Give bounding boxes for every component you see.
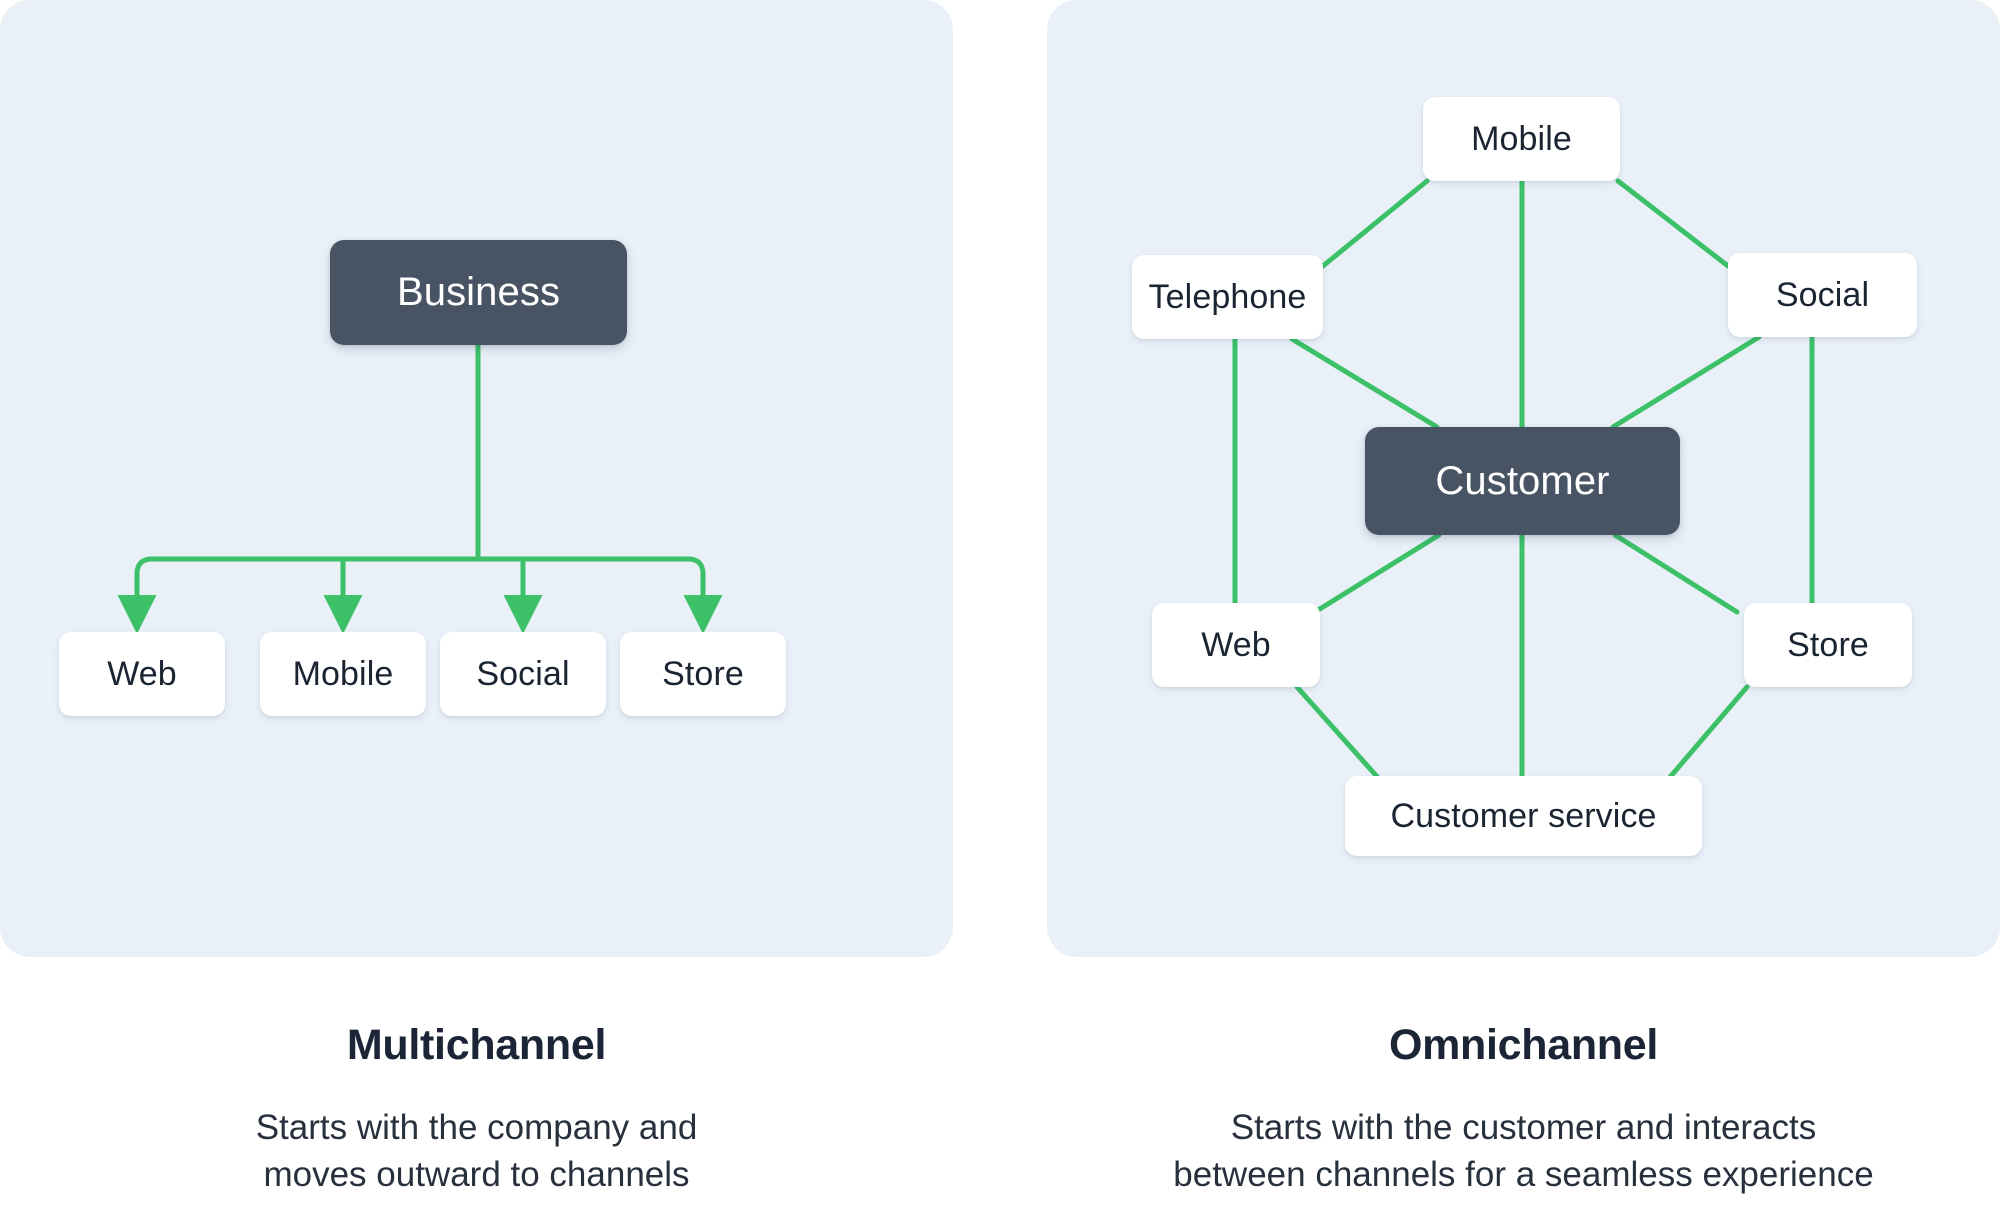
node-mobile-label: Mobile	[292, 654, 394, 693]
node-social-label: Social	[476, 654, 570, 693]
multichannel-caption-body: Starts with the company and moves outwar…	[0, 1105, 953, 1198]
node-customer-label: Customer	[1435, 458, 1610, 503]
node-web-multichannel[interactable]: Web	[59, 632, 225, 716]
multichannel-connectors	[117, 345, 723, 635]
connector-store-customer-service	[1656, 684, 1750, 793]
omnichannel-caption-title: Omnichannel	[1388, 1021, 1659, 1069]
connector-store-customer	[1612, 532, 1740, 615]
omnichannel-panel: Customer Mobile Telephone Social Web Sto…	[1047, 0, 2000, 957]
connector-business-to-web	[117, 556, 478, 635]
node-store-label: Store	[1787, 625, 1869, 664]
node-social-multichannel[interactable]: Social	[440, 632, 606, 716]
node-web-omnichannel[interactable]: Web	[1152, 603, 1320, 687]
connector-telephone-customer	[1289, 336, 1440, 430]
node-telephone-omnichannel[interactable]: Telephone	[1132, 255, 1323, 339]
node-store-omnichannel[interactable]: Store	[1744, 603, 1912, 687]
node-social-omnichannel[interactable]: Social	[1728, 253, 1917, 337]
connector-business-to-store	[478, 556, 723, 635]
node-web-label: Web	[1201, 625, 1271, 664]
connector-telephone-mobile	[1320, 178, 1430, 269]
node-mobile-omnichannel[interactable]: Mobile	[1423, 97, 1620, 181]
caption-line: Starts with the company and	[255, 1108, 698, 1148]
omnichannel-connectors	[1232, 178, 1815, 793]
omnichannel-caption: Omnichannel Starts with the customer and…	[1047, 1021, 2000, 1198]
caption-line: between channels for a seamless experien…	[1173, 1154, 1874, 1194]
connector-web-customer-service	[1294, 684, 1392, 793]
caption-line: Starts with the customer and interacts	[1230, 1108, 1817, 1148]
node-store-multichannel[interactable]: Store	[620, 632, 786, 716]
node-customer-service-label: Customer service	[1390, 796, 1657, 835]
node-store-label: Store	[662, 654, 744, 693]
caption-line: moves outward to channels	[263, 1154, 690, 1194]
node-mobile-multichannel[interactable]: Mobile	[260, 632, 426, 716]
connector-social-customer	[1610, 334, 1762, 430]
node-social-label: Social	[1775, 275, 1870, 314]
node-mobile-label: Mobile	[1471, 119, 1572, 158]
multichannel-caption-title: Multichannel	[346, 1021, 607, 1069]
connector-web-customer	[1312, 532, 1442, 615]
omnichannel-caption-body: Starts with the customer and interacts b…	[1047, 1105, 2000, 1198]
node-business-label: Business	[396, 270, 561, 314]
connector-mobile-social	[1615, 178, 1731, 269]
multichannel-panel: Business Web Mobile Social Store	[0, 0, 953, 957]
node-telephone-label: Telephone	[1148, 277, 1307, 316]
multichannel-caption: Multichannel Starts with the company and…	[0, 1021, 953, 1198]
node-customer[interactable]: Customer	[1365, 427, 1680, 535]
node-web-label: Web	[107, 654, 177, 693]
node-business[interactable]: Business	[330, 240, 627, 345]
node-customer-service-omnichannel[interactable]: Customer service	[1345, 776, 1702, 856]
